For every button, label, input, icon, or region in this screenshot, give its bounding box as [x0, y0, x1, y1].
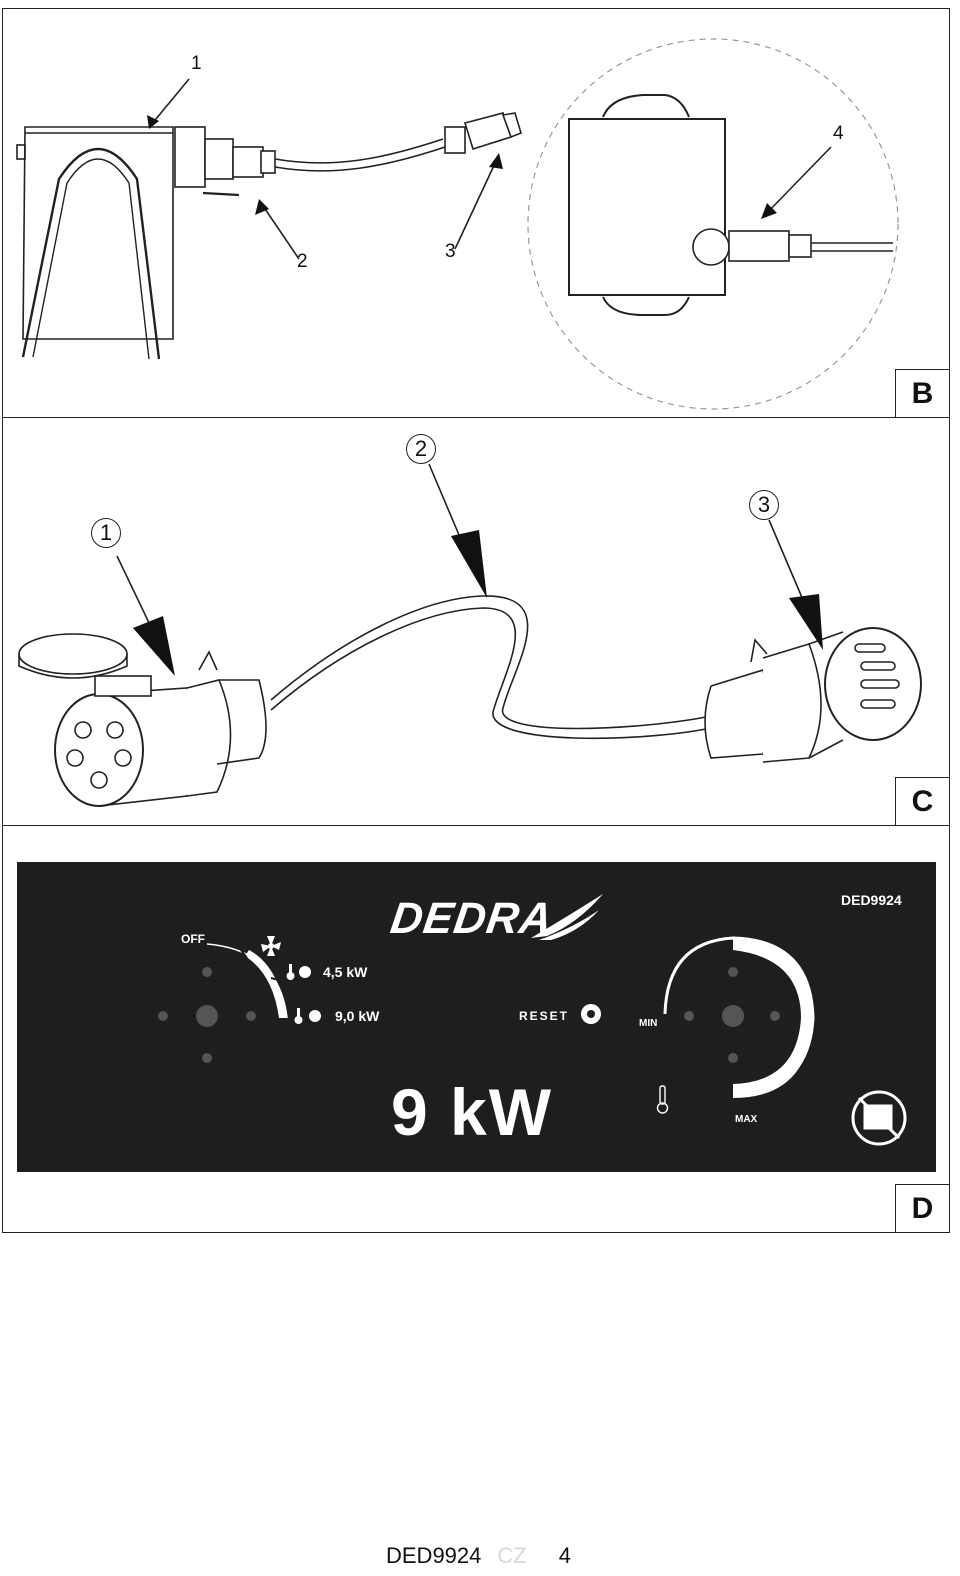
- fan-icon: [261, 936, 281, 956]
- model-code: DED9924: [841, 892, 902, 908]
- panel-letter-d: D: [894, 1183, 949, 1232]
- heater-frame: [21, 147, 161, 360]
- thermostat-max-label: MAX: [735, 1114, 758, 1125]
- footer-page-number: 4: [558, 1543, 571, 1568]
- control-panel: DEDRA DED9924 OFF 4,5 kW 9,0 kW RESET MI…: [17, 862, 936, 1172]
- thermostat-thermometer-icon: [656, 1085, 669, 1114]
- socket-face: [54, 693, 144, 807]
- figure-panel-c: 1 2 3 C: [2, 417, 950, 826]
- no-cover-icon: [851, 1090, 907, 1146]
- callout-c-1: 1: [91, 518, 121, 548]
- plug-face: [824, 627, 922, 741]
- callout-c-3: 3: [749, 490, 779, 520]
- callout-b-3: 3: [445, 241, 456, 262]
- socket-lid: [18, 633, 128, 675]
- power-rating: 9 kW: [391, 1075, 554, 1149]
- mode-off-label: OFF: [181, 932, 205, 946]
- brand-logo: DEDRA: [387, 894, 556, 943]
- thermostat-min-label: MIN: [639, 1018, 658, 1029]
- figure-panel-d: DEDRA DED9924 OFF 4,5 kW 9,0 kW RESET MI…: [2, 825, 950, 1233]
- callout-b-1: 1: [191, 53, 202, 74]
- panel-letter-b: B: [894, 368, 949, 417]
- callout-b-2: 2: [297, 251, 308, 272]
- mode-low-label: 4,5 kW: [323, 964, 368, 980]
- footer-language: CZ: [497, 1543, 527, 1568]
- figure-panel-b: 1 2 3 4 B: [2, 8, 950, 418]
- control-panel-graphics: [158, 894, 907, 1146]
- extension-cord-drawing: [18, 463, 922, 807]
- panel-letter-c: C: [894, 776, 949, 825]
- footer-model: DED9924: [386, 1543, 482, 1568]
- mode-high-label: 9,0 kW: [335, 1008, 380, 1024]
- extension-cable: [274, 138, 444, 164]
- callout-c-2: 2: [406, 434, 436, 464]
- reset-button-icon: [581, 1004, 601, 1024]
- thermometer-icon: [286, 964, 321, 1024]
- heater-body: [22, 126, 174, 340]
- reset-label: RESET: [519, 1009, 570, 1023]
- page-footer: DED9924 CZ 4: [386, 1543, 571, 1569]
- heater-connection-drawing: [16, 38, 899, 410]
- callout-b-4: 4: [833, 123, 844, 144]
- cord-cable: [270, 595, 712, 730]
